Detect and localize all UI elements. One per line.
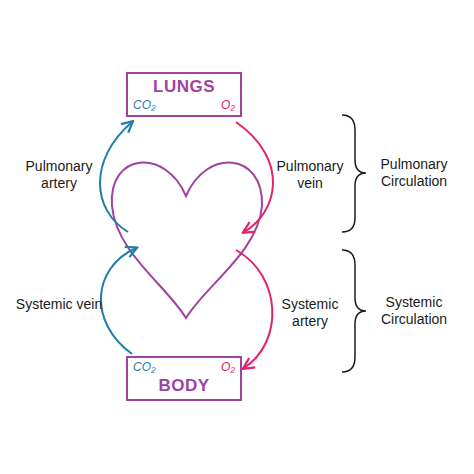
gas-label: CO₂ — [133, 360, 156, 375]
gas-label: CO₂ — [133, 98, 156, 113]
gas-label: O₂ — [221, 360, 235, 375]
heart-outline — [112, 163, 262, 318]
vessel-label: Systemic vein — [14, 296, 104, 313]
body-box: CO₂ O₂BODY — [126, 356, 242, 401]
circulation-label: Systemic Circulation — [364, 294, 464, 328]
pulmonary-vein-arrow — [236, 122, 273, 232]
systemic-vein-arrow — [101, 248, 136, 354]
circulation-label: Pulmonary Circulation — [364, 156, 464, 190]
pulmonary-artery-arrow — [100, 122, 132, 232]
systemic-artery-arrow — [236, 250, 272, 368]
vessel-label: Pulmonary artery — [14, 158, 104, 192]
vessel-label: Pulmonary vein — [270, 158, 350, 192]
organ-name: BODY — [133, 375, 235, 397]
systemic-brace — [342, 250, 366, 372]
vessel-label: Systemic artery — [270, 296, 350, 330]
gas-row: CO₂ O₂ — [133, 98, 235, 113]
organ-name: LUNGS — [133, 76, 235, 98]
lungs-box: LUNGSCO₂ O₂ — [126, 72, 242, 117]
gas-label: O₂ — [221, 98, 235, 113]
pulmonary-brace — [342, 115, 366, 232]
gas-row: CO₂ O₂ — [133, 360, 235, 375]
